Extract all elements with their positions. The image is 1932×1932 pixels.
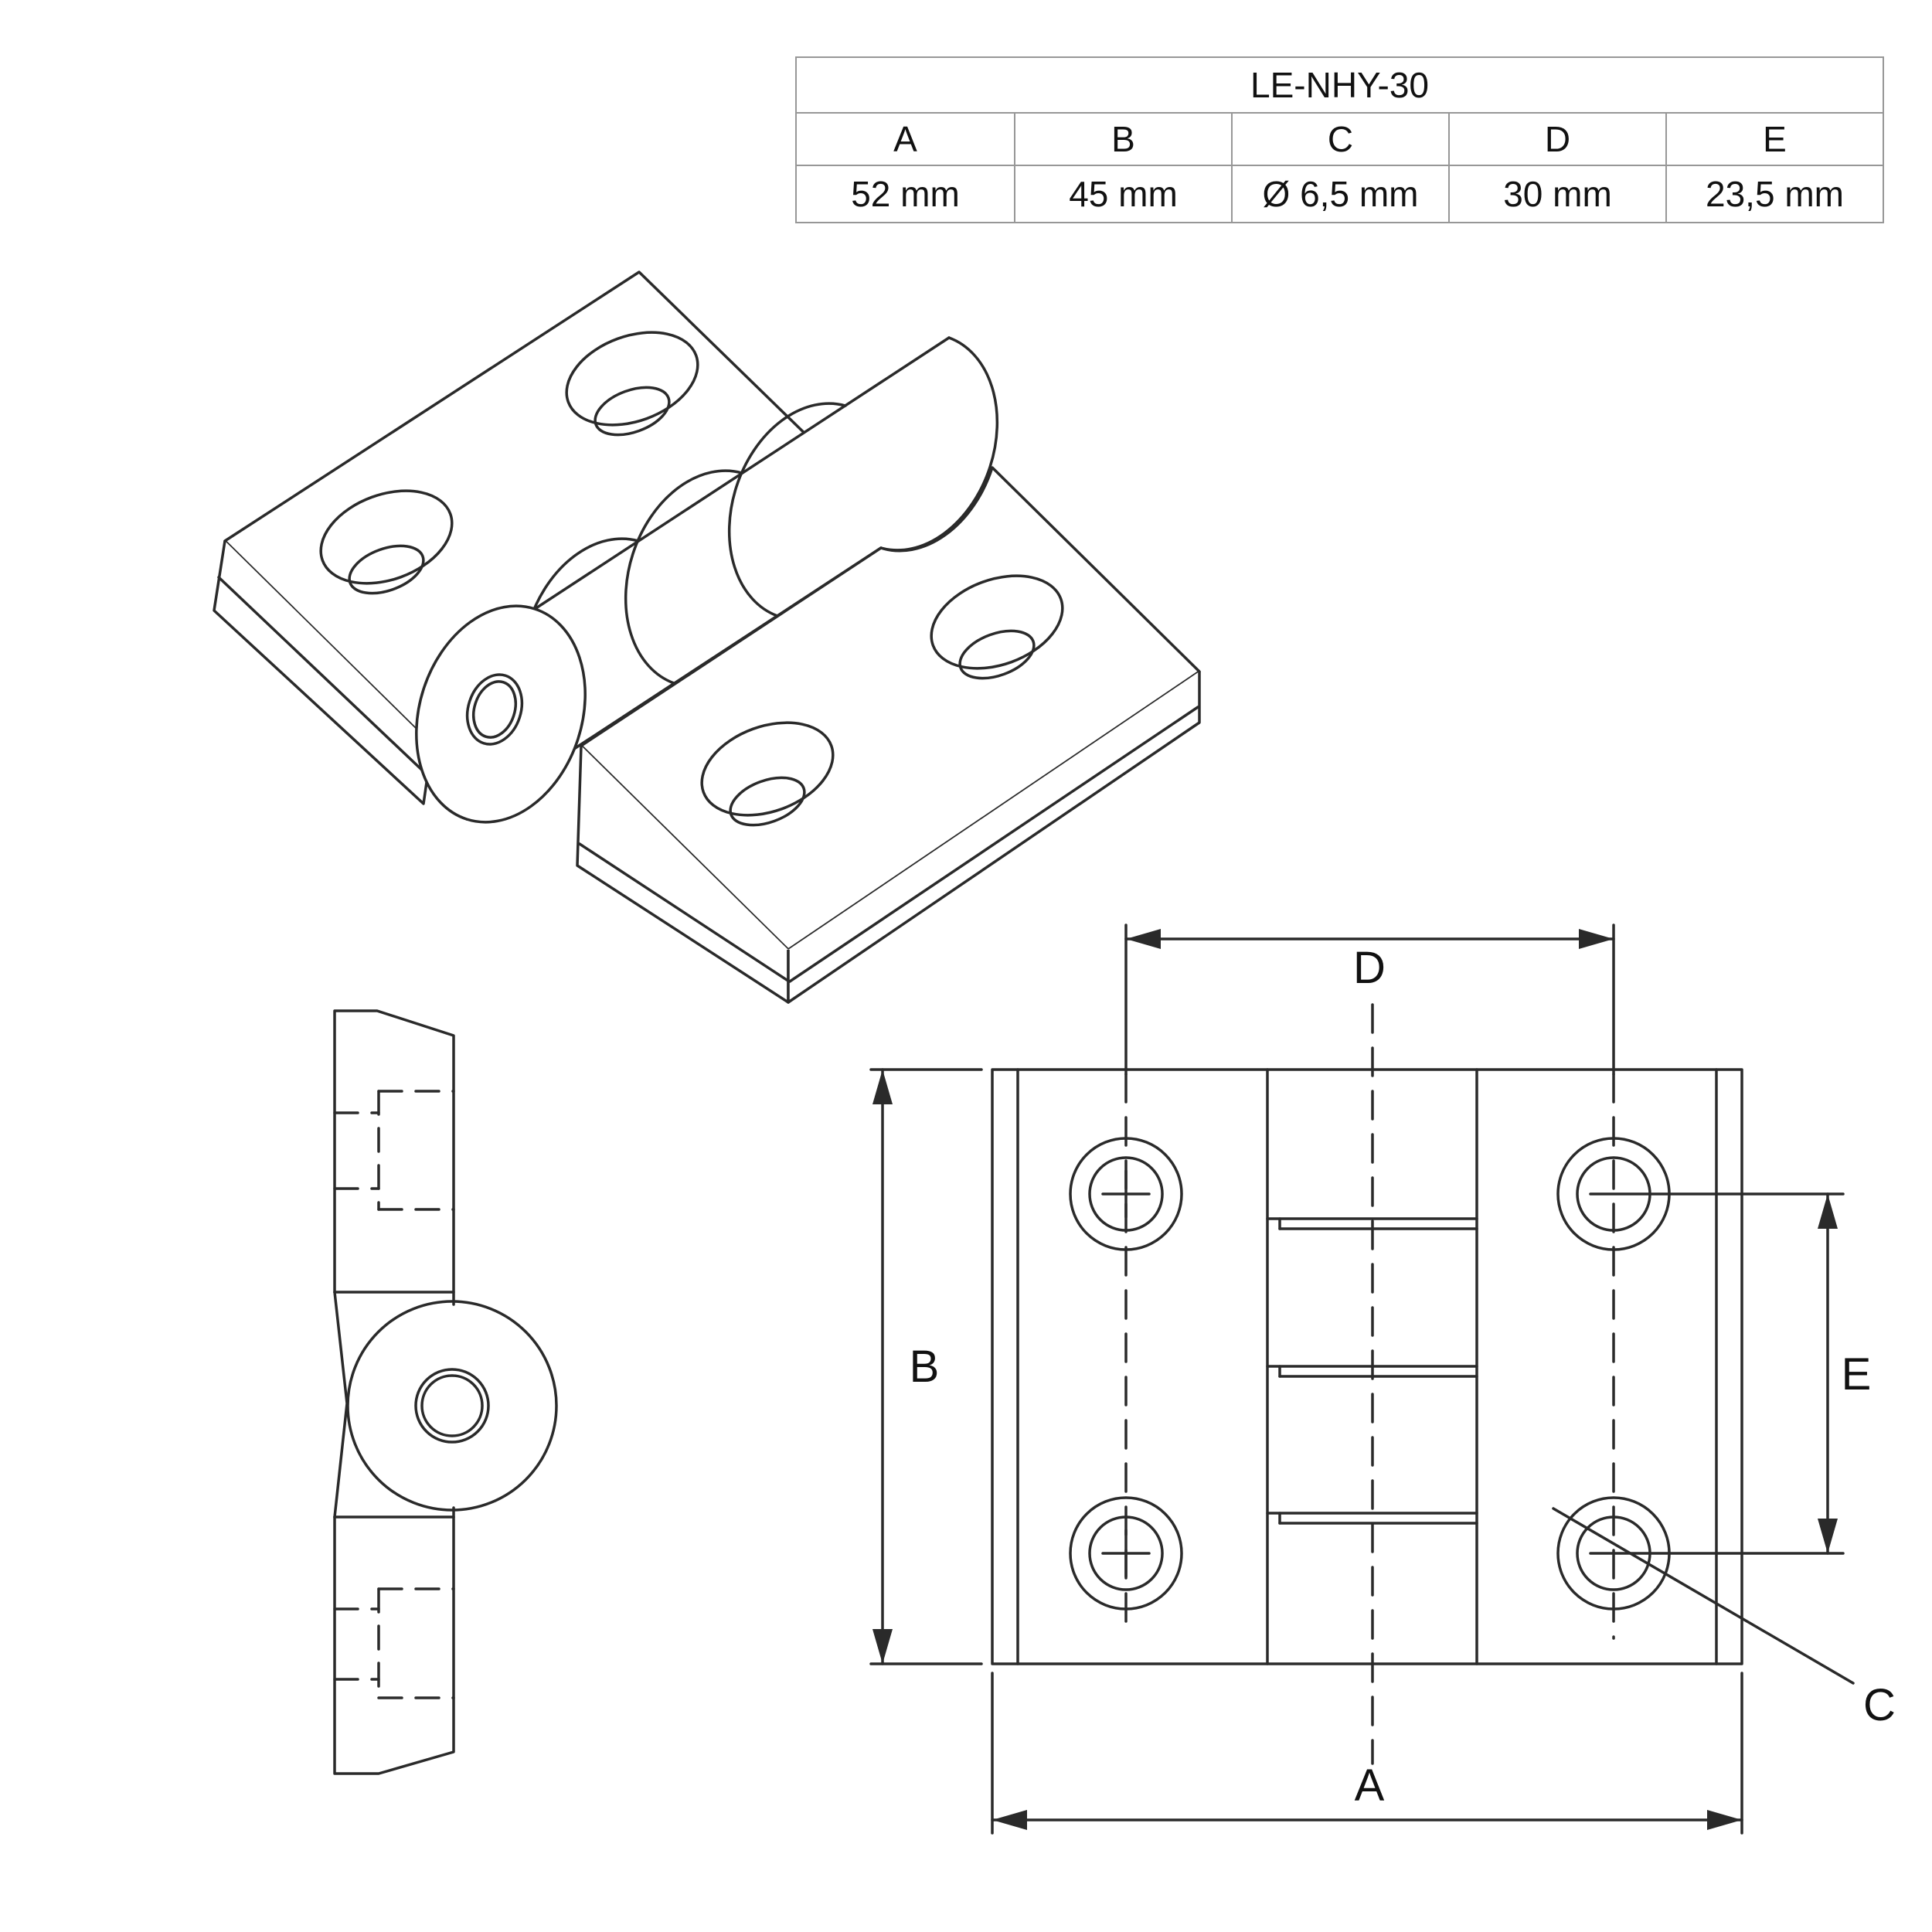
dim-label-c: C	[1863, 1680, 1896, 1730]
dim-label-d: D	[1353, 943, 1386, 993]
iso-left-leaf-hole-near	[319, 489, 454, 585]
side-knuckle-circle	[346, 1300, 558, 1512]
spec-table-title: LE-NHY-30	[797, 58, 1883, 114]
iso-left-leaf-chamfer-line	[217, 576, 429, 777]
iso-right-leaf-hole-far	[930, 574, 1064, 670]
side-hidden-hole-upper	[333, 1090, 455, 1211]
front-centerlines	[1124, 923, 1615, 1765]
spec-col-a: A	[797, 114, 1014, 166]
iso-right-leaf-chamfer-line-left	[578, 842, 788, 981]
spec-col-b: B	[1014, 114, 1231, 166]
iso-right-leaf-chamfer-line-right	[788, 706, 1199, 983]
iso-left-leaf-hole-far-bore	[594, 386, 671, 437]
front-view: D B E A	[869, 923, 1896, 1835]
spec-val-e: 23,5 mm	[1665, 166, 1883, 222]
dim-a: A	[991, 1672, 1743, 1835]
isometric-view	[213, 270, 1201, 1004]
dim-c: C	[1552, 1507, 1896, 1730]
side-hidden-hole-lower	[333, 1587, 455, 1699]
spec-col-e: E	[1665, 114, 1883, 166]
dim-d: D	[1124, 929, 1615, 993]
side-view	[333, 1009, 558, 1775]
side-taper-edge	[333, 1291, 349, 1519]
iso-right-leaf-hole-near-bore	[729, 776, 806, 827]
front-outline	[991, 1068, 1743, 1665]
iso-knuckle-joint-arc-2	[624, 469, 743, 685]
spec-val-b: 45 mm	[1014, 166, 1231, 222]
dim-label-b: B	[910, 1342, 940, 1392]
iso-right-leaf-hole-far-bore	[958, 629, 1036, 680]
iso-knuckle-joint-arc-3	[727, 402, 847, 617]
front-knuckle-joints	[1266, 1217, 1478, 1525]
spec-val-d: 30 mm	[1448, 166, 1665, 222]
dim-label-a: A	[1355, 1760, 1385, 1811]
dim-b: B	[869, 1068, 983, 1665]
dim-label-e: E	[1842, 1349, 1872, 1400]
iso-right-leaf-side-face-right	[787, 672, 1201, 1004]
side-upper-leaf-outline	[333, 1009, 455, 1306]
iso-right-leaf-hole-near	[700, 721, 835, 817]
iso-pin-hole-inner	[472, 680, 517, 739]
side-lower-leaf-outline	[333, 1506, 455, 1775]
spec-val-a: 52 mm	[851, 174, 960, 214]
iso-left-leaf-hole-near-bore	[348, 544, 425, 595]
front-holes	[1069, 1137, 1671, 1611]
spec-col-d: D	[1448, 114, 1665, 166]
iso-barrel-body	[467, 338, 949, 819]
spec-col-c: C	[1231, 114, 1448, 166]
iso-barrel-far-cap-arc	[879, 336, 999, 552]
side-pin-inner	[420, 1374, 484, 1437]
spec-table: LE-NHY-30 A B C D E 52 mm 45 mm Ø 6,5 mm…	[795, 56, 1884, 223]
iso-left-leaf-hole-far	[565, 331, 699, 427]
spec-val-c: Ø 6,5 mm	[1231, 166, 1448, 222]
side-pin-outer	[414, 1368, 490, 1444]
dim-e: E	[1589, 1192, 1872, 1555]
